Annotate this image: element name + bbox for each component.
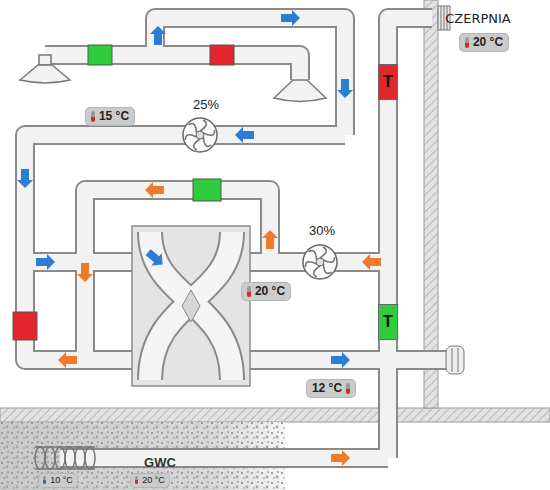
- fan-speed: 25%: [193, 97, 219, 112]
- pipe: [45, 55, 300, 80]
- diffuser: [274, 80, 326, 102]
- heat-exchanger: [150, 232, 232, 380]
- pipe-outline: [155, 18, 345, 135]
- flow-arrow: [331, 352, 350, 368]
- node-text: T: [383, 73, 393, 91]
- heat-exchanger: [182, 290, 200, 322]
- wall: [424, 0, 438, 408]
- intake-label: CZERPNIA: [445, 11, 511, 26]
- gwc-coil: [35, 468, 95, 470]
- diffuser: [20, 55, 326, 102]
- heat-exchanger: [150, 232, 232, 380]
- diffuser: [39, 55, 51, 65]
- gwc-label: GWC: [144, 455, 176, 470]
- fan: [183, 118, 217, 152]
- flow-arrow: [36, 254, 55, 270]
- heat-exchanger: [150, 232, 232, 380]
- ground: [0, 408, 550, 422]
- damper-box: [210, 45, 234, 65]
- ground: [0, 408, 550, 490]
- heat-exchanger: [150, 232, 232, 380]
- temperature-sensor: T: [378, 64, 398, 100]
- wall: [424, 0, 438, 408]
- fan: [183, 118, 337, 279]
- pipe-outline: [60, 448, 388, 468]
- temperature-badge: 20 °C: [460, 34, 508, 51]
- heat-exchanger: [132, 226, 250, 386]
- gwc-coil: [35, 446, 95, 448]
- flow-arrow: [331, 450, 350, 466]
- pipe-outline: [45, 55, 300, 80]
- damper-box: [13, 45, 234, 340]
- temperature-badge: 20 °C: [242, 283, 290, 300]
- damper-box: [193, 179, 221, 201]
- fan: [303, 245, 337, 279]
- outlet-grille: [458, 348, 459, 372]
- flow-arrow: [58, 352, 77, 368]
- damper-box: [13, 312, 37, 340]
- flow-arrow: [145, 182, 164, 198]
- pipe: [25, 18, 446, 458]
- gwc-coil: [65, 447, 75, 469]
- gwc-coil: [35, 447, 45, 469]
- gwc-coil: [35, 447, 95, 469]
- heat-exchanger: [150, 232, 232, 380]
- flow-arrow: [362, 254, 381, 270]
- temperature-badge: 10 °C: [39, 474, 77, 487]
- flow-arrow: [262, 230, 278, 249]
- node-text: 20 °C: [142, 475, 165, 486]
- flow-arrow: [17, 169, 33, 188]
- node-text: 20 °C: [473, 35, 503, 50]
- temperature-badge: 15 °C: [86, 108, 134, 125]
- fan-speed: 30%: [309, 223, 335, 238]
- diffuser: [20, 65, 70, 83]
- damper-box: [88, 45, 112, 65]
- gwc-coil: [45, 447, 55, 469]
- flow-arrow: [143, 246, 168, 270]
- node-text: 20 °C: [255, 284, 285, 299]
- temperature-badge: 20 °C: [131, 474, 169, 487]
- node-text: T: [383, 313, 393, 331]
- temperature-badge: 12 °C: [307, 380, 355, 397]
- duct-connector: [380, 100, 396, 304]
- flow-arrow: [337, 79, 353, 98]
- intake-grille: [441, 6, 442, 30]
- flow-arrow: [77, 263, 93, 282]
- intake-grille: [444, 6, 445, 30]
- flow-arrow: [58, 182, 381, 466]
- outlet-grille: [446, 346, 464, 374]
- outlet-grille: [452, 348, 453, 372]
- flow-arrow: [281, 10, 300, 26]
- flow-arrow: [150, 26, 166, 45]
- flow-arrow: [17, 10, 353, 368]
- gwc-coil: [85, 447, 95, 469]
- gwc-coil: [55, 447, 65, 469]
- flow-arrow: [235, 127, 254, 143]
- outlet-grille: [446, 346, 464, 374]
- node-text: 12 °C: [312, 381, 342, 396]
- heat-exchanger: [132, 226, 250, 386]
- pipe: [60, 450, 388, 466]
- node-text: 15 °C: [99, 109, 129, 124]
- pipe: [155, 18, 345, 135]
- temperature-sensor: T: [378, 304, 398, 340]
- gwc-coil: [75, 447, 85, 469]
- node-text: 10 °C: [50, 475, 73, 486]
- pipe-outline: [25, 18, 446, 458]
